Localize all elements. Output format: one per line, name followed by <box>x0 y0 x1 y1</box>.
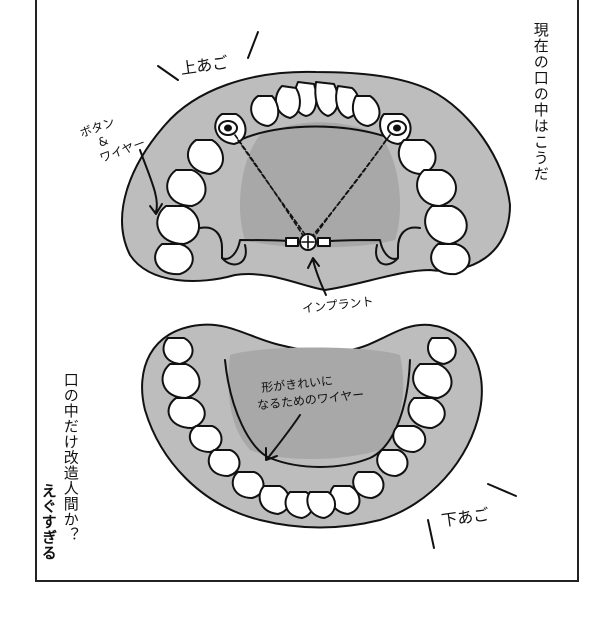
caption-too-intense: えぐすぎる <box>39 483 58 561</box>
lower-wire <box>224 359 411 468</box>
lower-tongue-area <box>228 347 404 459</box>
chain-wires <box>234 134 391 241</box>
upper-palate <box>240 122 400 248</box>
caption-current-mouth: 現在の口の中はこうだ <box>531 22 550 182</box>
upper-teeth <box>154 81 471 276</box>
implant-arrow <box>307 257 327 296</box>
lower-wire-arrow <box>265 414 301 461</box>
lower-teeth <box>161 337 457 519</box>
palatal-wire <box>199 226 421 260</box>
upper-wire-arch <box>239 125 396 141</box>
button-arrow <box>139 149 163 215</box>
caption-cyborg-mouth: 口の中だけ改造人間か？ <box>61 372 80 543</box>
